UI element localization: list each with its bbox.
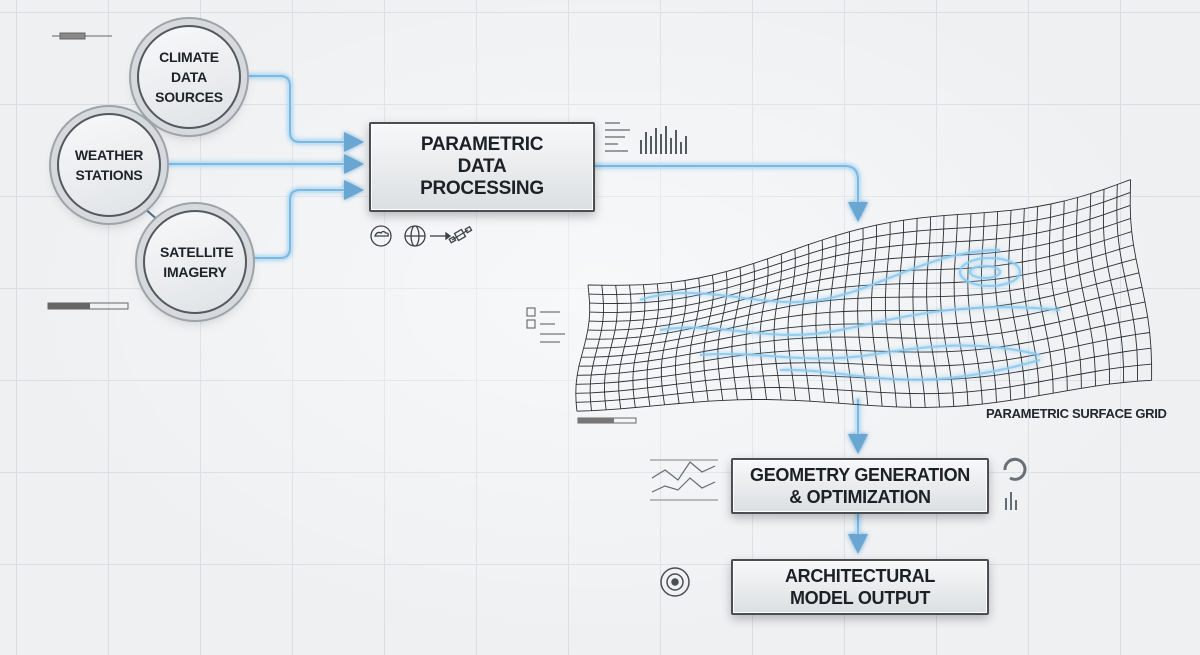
donut-gauge-widget xyxy=(1003,457,1027,481)
mini-text-lines-top xyxy=(605,122,630,152)
surface-column-line xyxy=(632,284,646,408)
side-legend-left xyxy=(526,307,565,343)
surface-row-line xyxy=(587,244,1134,331)
globe-icon xyxy=(404,225,426,247)
surface-column-line xyxy=(618,285,632,409)
surface-column-line xyxy=(1102,189,1125,383)
surface-column-line xyxy=(745,263,755,400)
node-parametric-data-processing: PARAMETRIC DATA PROCESSING xyxy=(369,122,595,212)
node-output-label: ARCHITECTURAL MODEL OUTPUT xyxy=(784,566,936,608)
node-processing-label: PARAMETRIC DATA PROCESSING xyxy=(420,134,544,199)
surface-column-line xyxy=(773,254,783,400)
ruler-top-left xyxy=(52,32,112,40)
surface-column-line xyxy=(1049,203,1068,391)
flow-processing-to-surface xyxy=(592,163,861,221)
surface-column-line xyxy=(898,220,912,408)
arrow-right-icon xyxy=(430,231,452,241)
surface-column-line xyxy=(717,271,728,401)
node-weather-stations: WEATHER STATIONS xyxy=(57,113,161,217)
surface-column-line xyxy=(731,267,742,400)
satellite-icon xyxy=(448,225,473,244)
node-satellite-label: SATELLITE IMAGERY xyxy=(160,244,234,280)
node-geometry-generation: GEOMETRY GENERATION & OPTIMIZATION xyxy=(731,458,989,514)
progress-bar-left xyxy=(47,302,129,310)
surface-column-line xyxy=(843,231,854,405)
surface-column-line xyxy=(1021,208,1040,396)
surface-column-line xyxy=(589,285,604,411)
surface-column-line xyxy=(1129,179,1153,381)
surface-column-line xyxy=(759,258,769,400)
surface-grid-label: PARAMETRIC SURFACE GRID xyxy=(986,406,1167,421)
surface-column-line xyxy=(604,285,618,410)
surface-column-line xyxy=(675,280,687,404)
line-chart-widget xyxy=(650,459,718,501)
surface-column-line xyxy=(1008,210,1026,399)
surface-contours xyxy=(639,248,1061,381)
surface-column-line xyxy=(994,211,1012,401)
cloud-rain-icon xyxy=(370,225,392,247)
node-architectural-model-output: ARCHITECTURAL MODEL OUTPUT xyxy=(731,559,989,615)
flow-satellite-to-processing xyxy=(242,187,363,261)
node-satellite-imagery: SATELLITE IMAGERY xyxy=(143,210,247,314)
surface-column-line xyxy=(646,283,660,407)
surface-column-line xyxy=(926,216,940,408)
surface-column-line xyxy=(1076,197,1096,387)
surface-column-line xyxy=(660,282,673,405)
surface-column-line xyxy=(871,225,883,407)
bars-widget-right xyxy=(1005,492,1017,510)
surface-column-line xyxy=(689,277,701,403)
target-dial-widget xyxy=(660,567,690,597)
surface-column-line xyxy=(857,228,869,406)
node-weather-label: WEATHER STATIONS xyxy=(74,147,144,183)
surface-column-line xyxy=(787,249,796,401)
surface-column-line xyxy=(1089,193,1110,385)
surface-column-line xyxy=(575,284,591,412)
surface-column-line xyxy=(912,218,926,408)
flow-arrows xyxy=(147,73,868,554)
parametric-surface-grid xyxy=(575,179,1153,412)
surface-column-line xyxy=(1035,206,1054,394)
progress-bar-bottom xyxy=(577,417,637,424)
surface-column-line xyxy=(801,244,811,402)
surface-column-line xyxy=(884,222,897,407)
surface-column-line xyxy=(815,239,825,403)
surface-column-line xyxy=(1116,184,1139,382)
node-geometry-label: GEOMETRY GENERATION & OPTIMIZATION xyxy=(750,465,970,507)
node-climate-label: CLIMATE DATA SOURCES xyxy=(155,49,223,105)
surface-column-line xyxy=(1062,200,1082,389)
node-climate-data-sources: CLIMATE DATA SOURCES xyxy=(137,25,241,129)
flow-climate-to-processing xyxy=(242,73,363,145)
surface-column-line xyxy=(829,235,840,404)
mini-bar-chart-top xyxy=(640,126,687,154)
